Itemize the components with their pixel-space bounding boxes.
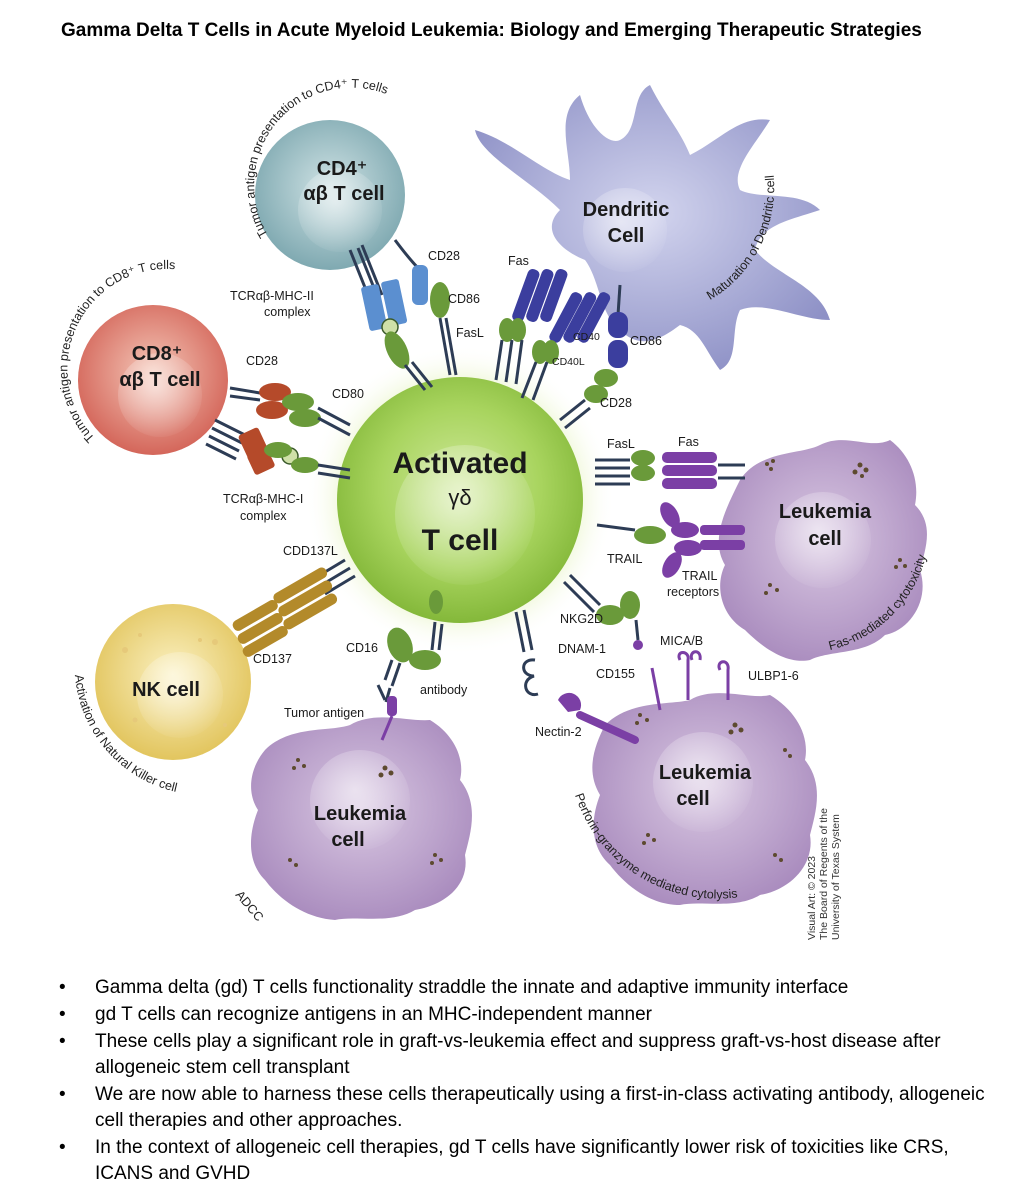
label-nectin: Nectin-2 xyxy=(535,725,582,739)
bullet-item: We are now able to harness these cells t… xyxy=(55,1082,985,1134)
leuk-perf-label-1: Leukemia xyxy=(659,762,752,784)
label-ulbp: ULBP1-6 xyxy=(748,669,799,683)
page-title: Gamma Delta T Cells in Acute Myeloid Leu… xyxy=(61,20,922,41)
label-fas-right: Fas xyxy=(678,435,699,449)
label-trail: TRAIL xyxy=(607,552,642,566)
nk-label: NK cell xyxy=(132,679,200,701)
receptors xyxy=(205,239,745,744)
dendritic-cell xyxy=(475,85,830,370)
label-cdd137l: CDD137L xyxy=(283,544,338,558)
gd-t-cell xyxy=(305,345,615,655)
bullet-item: In the context of allogeneic cell therap… xyxy=(55,1135,985,1187)
label-mica: MICA/B xyxy=(660,634,703,648)
credit-line-2: The Board of Regents of the xyxy=(818,808,830,940)
label-cd86-dc: CD86 xyxy=(630,334,662,348)
cd4-t-cell xyxy=(255,120,405,270)
label-cd155: CD155 xyxy=(596,667,635,681)
label-tumor-antigen: Tumor antigen xyxy=(284,706,364,720)
leuk-fas-label-2: cell xyxy=(808,528,841,550)
label-cd137: CD137 xyxy=(253,652,292,666)
leuk-adcc-label-2: cell xyxy=(331,829,364,851)
label-fas-top: Fas xyxy=(508,254,529,268)
label-cd80: CD80 xyxy=(332,387,364,401)
label-dnam1: DNAM-1 xyxy=(558,642,606,656)
bullet-item: Gamma delta (gd) T cells functionality s… xyxy=(55,975,985,1001)
leuk-perf-label-2: cell xyxy=(676,788,709,810)
label-trail-rec-2: receptors xyxy=(667,585,719,599)
credit-line-1: Visual Art: © 2023 xyxy=(806,856,818,940)
label-cd28-left: CD28 xyxy=(246,354,278,368)
label-antibody: antibody xyxy=(420,683,468,697)
cd8-label-2: αβ T cell xyxy=(119,369,200,391)
label-fasl-right: FasL xyxy=(607,437,635,451)
leuk-adcc-label-1: Leukemia xyxy=(314,803,407,825)
label-trail-rec-1: TRAIL xyxy=(682,569,717,583)
label-cd86-top: CD86 xyxy=(448,292,480,306)
cd8-t-cell xyxy=(78,305,228,455)
label-cd28-dc: CD28 xyxy=(600,396,632,410)
label-cd40: CD40 xyxy=(573,331,600,343)
gd-cell-label-1: Activated xyxy=(392,447,527,480)
gd-cell-label-2: γδ xyxy=(448,485,471,510)
label-cd40l: CD40L xyxy=(552,356,585,368)
leukemia-cell-fas xyxy=(718,440,927,661)
leuk-fas-label-1: Leukemia xyxy=(779,501,872,523)
label-tcr-mhc1-1: TCRαβ-MHC-I xyxy=(223,492,303,506)
cd4-label-2: αβ T cell xyxy=(303,183,384,205)
leukemia-cell-perforin xyxy=(592,693,817,905)
label-cd16: CD16 xyxy=(346,641,378,655)
gd-cell-label-3: T cell xyxy=(422,524,499,557)
cd8-label-1: CD8⁺ xyxy=(132,343,183,365)
label-fasl-top: FasL xyxy=(456,326,484,340)
label-tcr-mhc2-2: complex xyxy=(264,305,311,319)
bullet-item: These cells play a significant role in g… xyxy=(55,1029,985,1081)
bullet-item: gd T cells can recognize antigens in an … xyxy=(55,1002,985,1028)
leukemia-cell-adcc xyxy=(250,717,472,920)
label-tcr-mhc1-2: complex xyxy=(240,509,287,523)
label-nkg2d: NKG2D xyxy=(560,612,603,626)
dendritic-label-2: Cell xyxy=(608,225,645,247)
gamma-delta-diagram: Activated γδ T cell CD4⁺ αβ T cell CD8⁺ … xyxy=(56,77,929,940)
dendritic-label-1: Dendritic xyxy=(583,199,670,221)
label-cd28-top: CD28 xyxy=(428,249,460,263)
credit-line-3: University of Texas System xyxy=(830,814,842,940)
cd4-label-1: CD4⁺ xyxy=(317,158,368,180)
arc-adcc-label: ADCC xyxy=(233,888,266,924)
nk-cell xyxy=(95,604,251,760)
bullet-list: Gamma delta (gd) T cells functionality s… xyxy=(55,975,985,1188)
label-tcr-mhc2-1: TCRαβ-MHC-II xyxy=(230,289,314,303)
